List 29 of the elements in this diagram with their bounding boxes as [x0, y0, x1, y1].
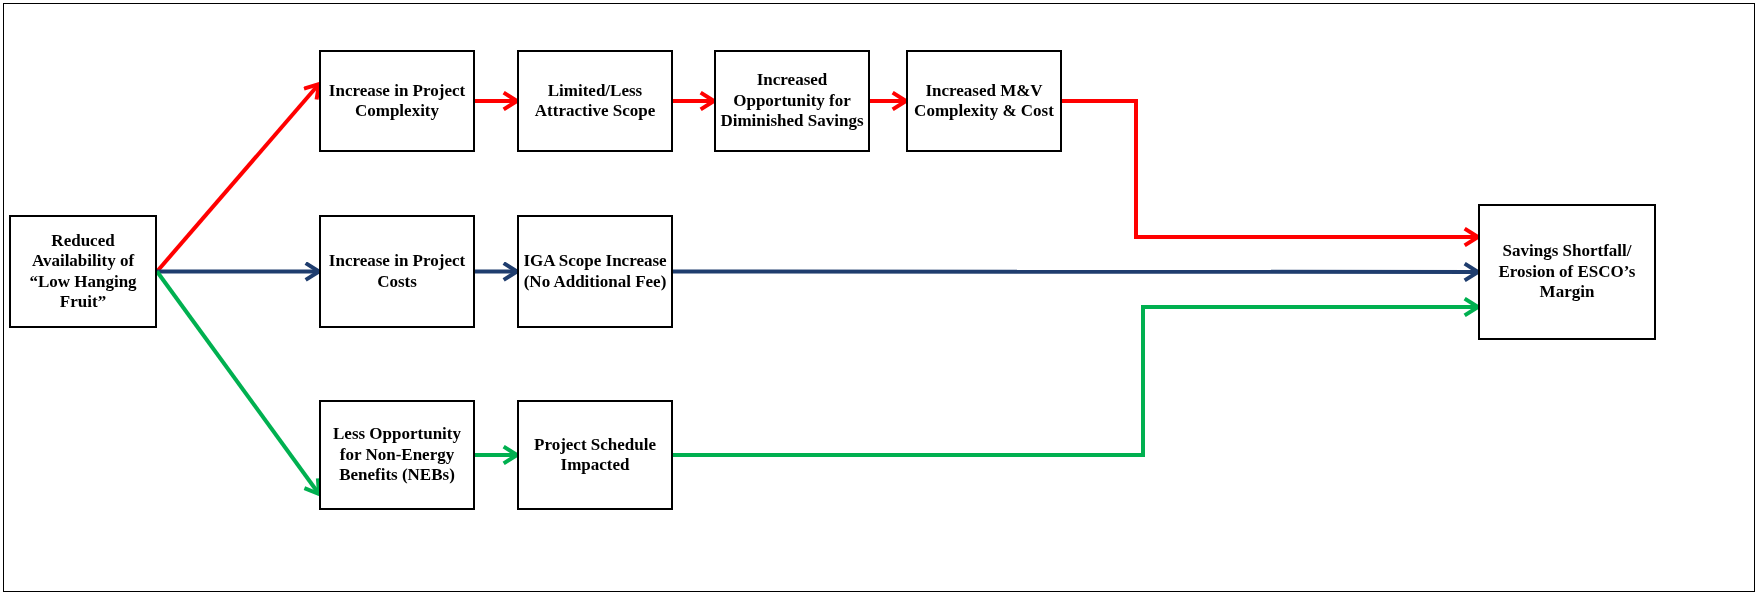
node-label: Limited/Less Attractive Scope — [533, 80, 657, 122]
arrow — [870, 90, 908, 112]
process-box — [1478, 204, 1656, 340]
node-label: Project Schedule Impacted — [533, 434, 657, 476]
node-label: IGA Scope Increase (No Additional Fee) — [523, 251, 667, 292]
process-box — [319, 50, 475, 152]
node-label: Increase in Project Complexity — [327, 80, 467, 122]
arrow — [475, 444, 519, 466]
process-box — [9, 215, 157, 328]
arrow — [673, 90, 716, 112]
node-label: Less Opportunity for Non-Energy Benefits (NEBs) — [332, 424, 462, 486]
arrow — [673, 296, 1480, 457]
process-box — [319, 215, 475, 328]
process-box — [319, 400, 475, 510]
process-box — [517, 50, 673, 152]
arrow — [157, 261, 321, 282]
arrow — [475, 90, 519, 112]
process-box — [714, 50, 870, 152]
arrow — [1062, 99, 1480, 248]
arrow — [673, 261, 1480, 283]
process-box — [906, 50, 1062, 152]
node-label: Increased M&V Complexity & Cost — [913, 80, 1055, 122]
node-label: Savings Shortfall/ Erosion of ESCO’s Margin — [1497, 241, 1637, 303]
arrow — [475, 261, 519, 282]
process-box — [517, 215, 673, 328]
node-label: Reduced Availability of “Low Hanging Fruit” — [28, 230, 138, 313]
node-label: Increase in Project Costs — [327, 251, 467, 292]
node-label: Increased Opportunity for Diminished Savings — [720, 70, 864, 132]
process-box — [517, 400, 673, 510]
